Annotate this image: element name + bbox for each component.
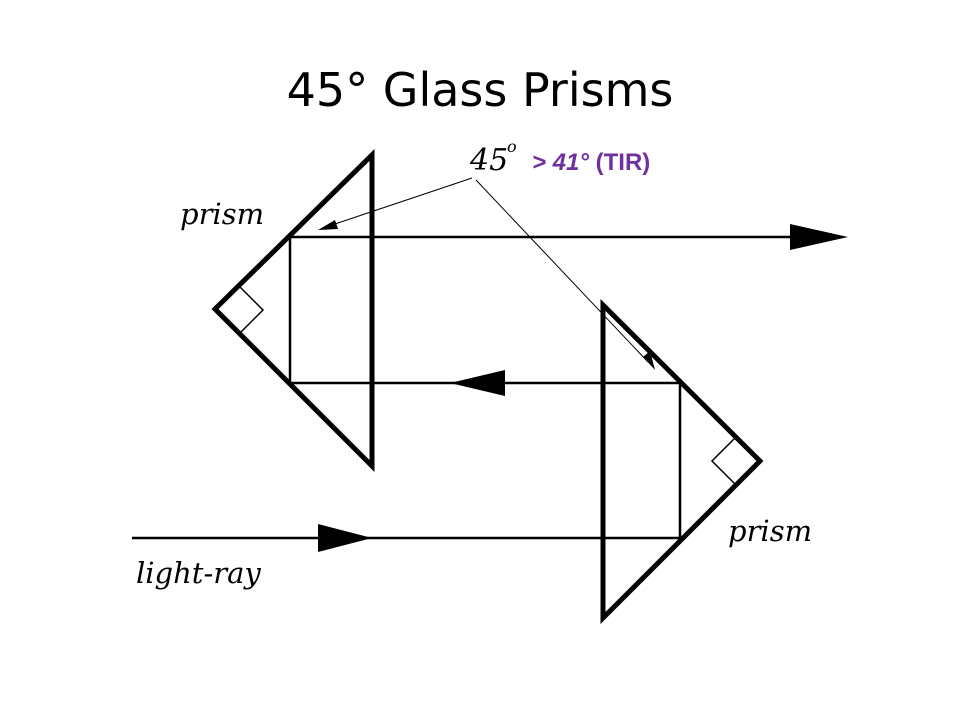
- tir-annotation: > 41° (TIR): [532, 149, 650, 176]
- tir-annotation-text: (TIR): [589, 149, 650, 176]
- upper-prism-right-angle-marker: [239, 286, 265, 334]
- angle-pointer-upper-head: [318, 220, 338, 230]
- angle-pointer-lower: [475, 179, 649, 363]
- slide-title: 45° Glass Prisms: [286, 63, 674, 117]
- arrowhead-incoming: [318, 524, 372, 552]
- angle-degree-mark: o: [507, 137, 517, 156]
- arrowhead-return: [450, 370, 505, 396]
- tir-annotation-angle: > 41°: [532, 149, 589, 176]
- angle-pointer-upper: [331, 177, 473, 226]
- arrowhead-outgoing: [790, 224, 848, 250]
- lower-prism: [600, 298, 764, 625]
- angle-label: 45: [469, 143, 508, 178]
- upper-prism: [211, 149, 375, 473]
- prism-label-upper: prism: [180, 197, 264, 231]
- prism-label-lower: prism: [728, 514, 812, 548]
- light-ray-label: light-ray: [136, 556, 261, 590]
- lower-prism-right-angle-marker: [710, 436, 737, 486]
- angle-pointer-lower-head: [643, 351, 655, 370]
